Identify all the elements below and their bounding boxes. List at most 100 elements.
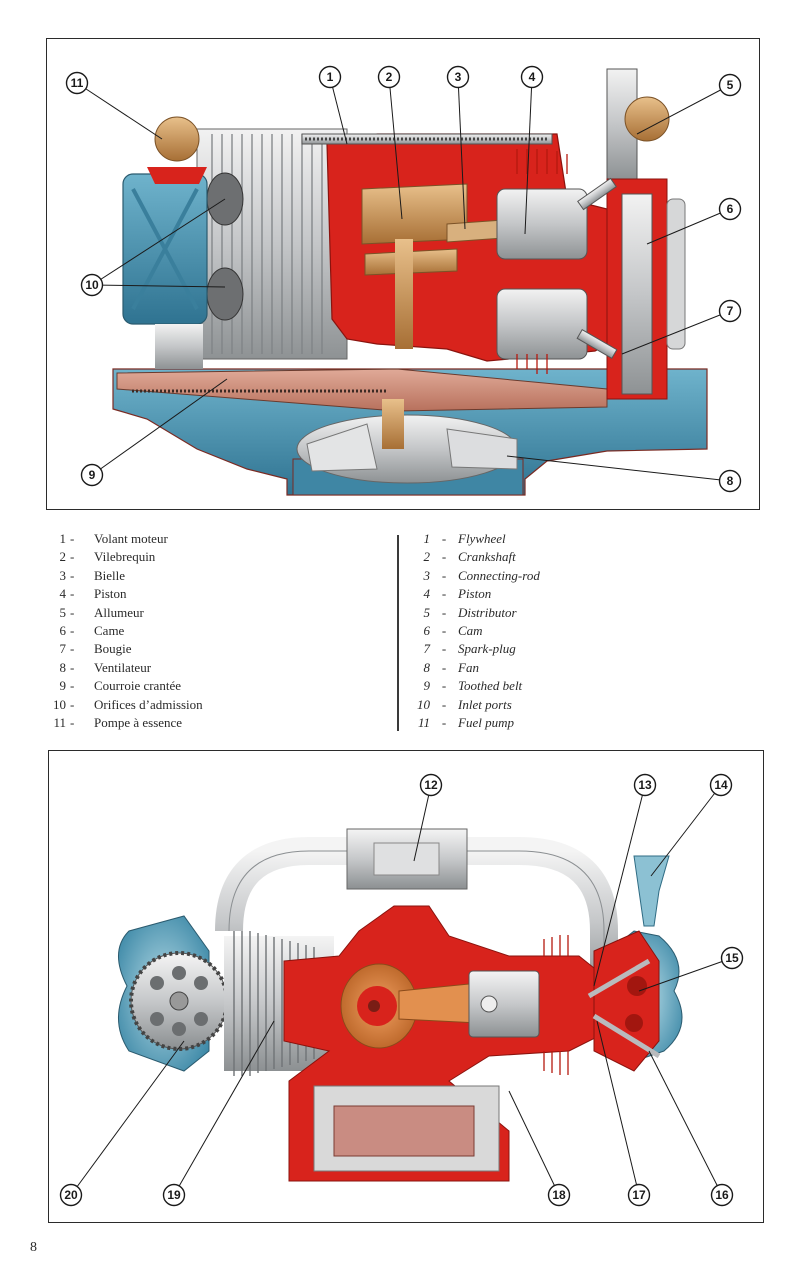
legend-fr-item: 3-Bielle <box>40 567 380 585</box>
legend-separator: - <box>441 641 447 657</box>
callout-11: 11 <box>65 71 163 140</box>
callout-number: 20 <box>64 1188 78 1202</box>
leader-line <box>524 76 533 235</box>
legend-separator: - <box>441 696 447 712</box>
legend-separator: - <box>70 696 75 712</box>
legend-number: 8 <box>423 659 431 675</box>
legend-label: Piston <box>458 586 492 602</box>
fan <box>296 399 518 484</box>
callout-number: 19 <box>167 1188 181 1202</box>
legend-separator: - <box>70 659 75 675</box>
legend-fr-item: 1-Volant moteur <box>40 530 380 548</box>
legend-separator: - <box>70 678 75 694</box>
callout-4: 4 <box>520 65 544 235</box>
legend-number: 10 <box>53 696 66 712</box>
legend-separator: - <box>70 549 75 565</box>
legend-en-item: 9-Toothed belt <box>400 677 700 695</box>
legend-en-item: 3-Connecting-rod <box>400 567 700 585</box>
leader-line <box>506 455 731 482</box>
callout-17: 17 <box>596 1020 651 1207</box>
leader-line <box>91 284 226 288</box>
callout-number: 10 <box>85 278 99 292</box>
callout-number: 6 <box>727 202 734 216</box>
callout-number: 5 <box>727 78 734 92</box>
callout-number: 7 <box>727 304 734 318</box>
callout-number: 3 <box>455 70 462 84</box>
legend-number: 4 <box>59 586 67 602</box>
callout-number: 12 <box>424 778 438 792</box>
callout-18: 18 <box>508 1090 571 1207</box>
legend-en-item: 6-Cam <box>400 622 700 640</box>
callout-number: 8 <box>727 474 734 488</box>
leader-line <box>636 84 731 135</box>
callout-19: 19 <box>162 1020 275 1207</box>
legend-en-item: 4-Piston <box>400 585 700 603</box>
legend-label: Courroie crantée <box>94 678 181 694</box>
callout-circle <box>446 65 470 89</box>
toothed-belt <box>116 368 608 412</box>
callout-circle <box>80 273 104 297</box>
legend-label: Flywheel <box>458 531 506 546</box>
legend-number: 5 <box>423 604 431 620</box>
callout-number: 16 <box>715 1188 729 1202</box>
legend-number: 2 <box>423 549 431 565</box>
callout-number: 15 <box>725 951 739 965</box>
callout-number: 9 <box>89 468 96 482</box>
legend-label: Cam <box>458 623 483 639</box>
legend-number: 7 <box>423 641 431 657</box>
callout-circle <box>318 65 342 89</box>
legend-label: Inlet ports <box>458 696 512 712</box>
fuel-pump <box>147 116 207 184</box>
callout-6: 6 <box>646 197 742 245</box>
callout-number: 13 <box>638 778 652 792</box>
leader-line <box>91 198 226 286</box>
legend-label: Ventilateur <box>94 659 152 675</box>
leader-line <box>91 378 228 476</box>
legend-fr-item: 7-Bougie <box>40 640 380 658</box>
callout-number: 11 <box>71 76 84 90</box>
callout-circle <box>59 1183 83 1207</box>
legend-number: 3 <box>59 567 67 583</box>
cylinder-left <box>196 128 348 360</box>
legend-separator: - <box>70 623 75 639</box>
legend-separator: - <box>441 549 447 565</box>
legend-number: 3 <box>423 567 431 583</box>
leader-line <box>621 310 731 355</box>
callout-15: 15 <box>638 946 744 992</box>
legend-separator: - <box>441 531 447 546</box>
legend-label: Crankshaft <box>458 549 516 565</box>
callout-circle <box>162 1183 186 1207</box>
callout-circle <box>720 946 744 970</box>
callout-circle <box>718 469 742 493</box>
legend-number: 10 <box>417 696 430 712</box>
callout-circle <box>419 773 443 797</box>
legend-separator: - <box>70 567 75 583</box>
legend-separator: - <box>441 715 447 731</box>
legend-en-item: 1-Flywheel <box>400 530 700 548</box>
legend-en-item: 8-Fan <box>400 659 700 677</box>
legend-label: Piston <box>94 586 127 602</box>
callout-circle <box>710 1183 734 1207</box>
legend-fr-item: 2-Vilebrequin <box>40 548 380 566</box>
leader-line <box>638 957 733 992</box>
callout-14: 14 <box>650 773 733 877</box>
legend-separator: - <box>441 659 447 675</box>
legend-fr-item: 8-Ventilateur <box>40 659 380 677</box>
legend-fr-item: 6-Came <box>40 622 380 640</box>
legend-number: 5 <box>59 604 67 620</box>
callout-5: 5 <box>636 73 742 135</box>
legend-number: 11 <box>417 715 430 731</box>
callout-circle <box>547 1183 571 1207</box>
legend-separator: - <box>441 678 447 694</box>
legend-number: 6 <box>423 623 431 639</box>
legend-number: 4 <box>423 586 431 602</box>
legend-label: Toothed belt <box>458 678 523 694</box>
callout-circle <box>627 1183 651 1207</box>
callout-1: 1 <box>318 65 348 145</box>
leader-line <box>457 76 466 230</box>
legend-separator: - <box>70 641 75 657</box>
